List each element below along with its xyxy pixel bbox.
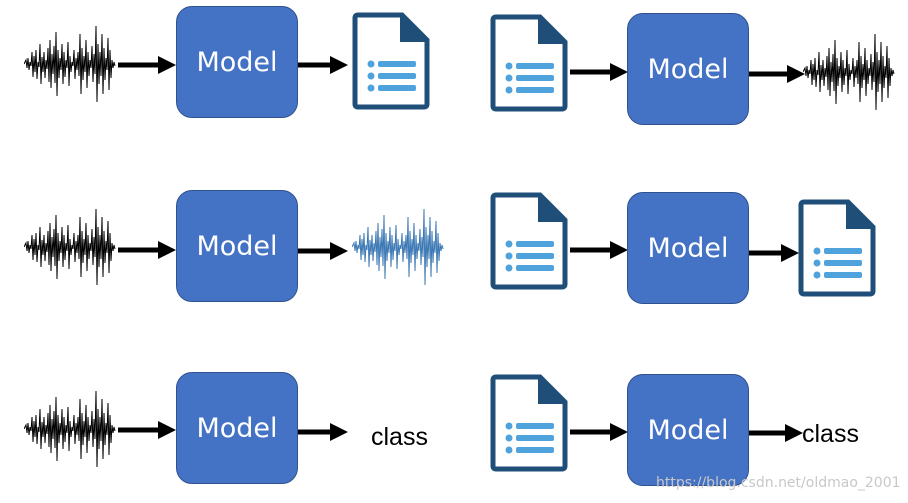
arrow-icon — [298, 423, 348, 441]
model-box: Model — [627, 374, 749, 486]
document-icon — [490, 374, 568, 472]
arrow-icon — [570, 241, 628, 259]
waveform-icon — [24, 390, 116, 468]
waveform-icon — [803, 33, 895, 111]
model-box: Model — [176, 6, 298, 118]
class-label: class — [371, 423, 428, 451]
watermark: https://blog.csdn.net/oldmao_2001 — [656, 475, 901, 491]
arrow-icon — [118, 421, 176, 439]
waveform-icon — [24, 208, 116, 286]
class-label: class — [802, 420, 859, 448]
arrow-icon — [749, 424, 803, 442]
arrow-icon — [749, 244, 799, 262]
arrow-icon — [118, 241, 176, 259]
model-box: Model — [627, 192, 749, 304]
document-icon — [490, 14, 568, 112]
document-icon — [490, 192, 568, 290]
model-box: Model — [176, 372, 298, 484]
arrow-icon — [118, 56, 176, 74]
arrow-icon — [570, 423, 628, 441]
arrow-icon — [570, 63, 628, 81]
arrow-icon — [298, 56, 348, 74]
model-box: Model — [627, 13, 749, 125]
document-icon — [798, 199, 876, 297]
model-box: Model — [176, 190, 298, 302]
waveform-blue-icon — [352, 208, 444, 286]
document-icon — [352, 12, 430, 110]
waveform-icon — [24, 25, 116, 103]
arrow-icon — [298, 242, 348, 260]
arrow-icon — [749, 65, 805, 83]
